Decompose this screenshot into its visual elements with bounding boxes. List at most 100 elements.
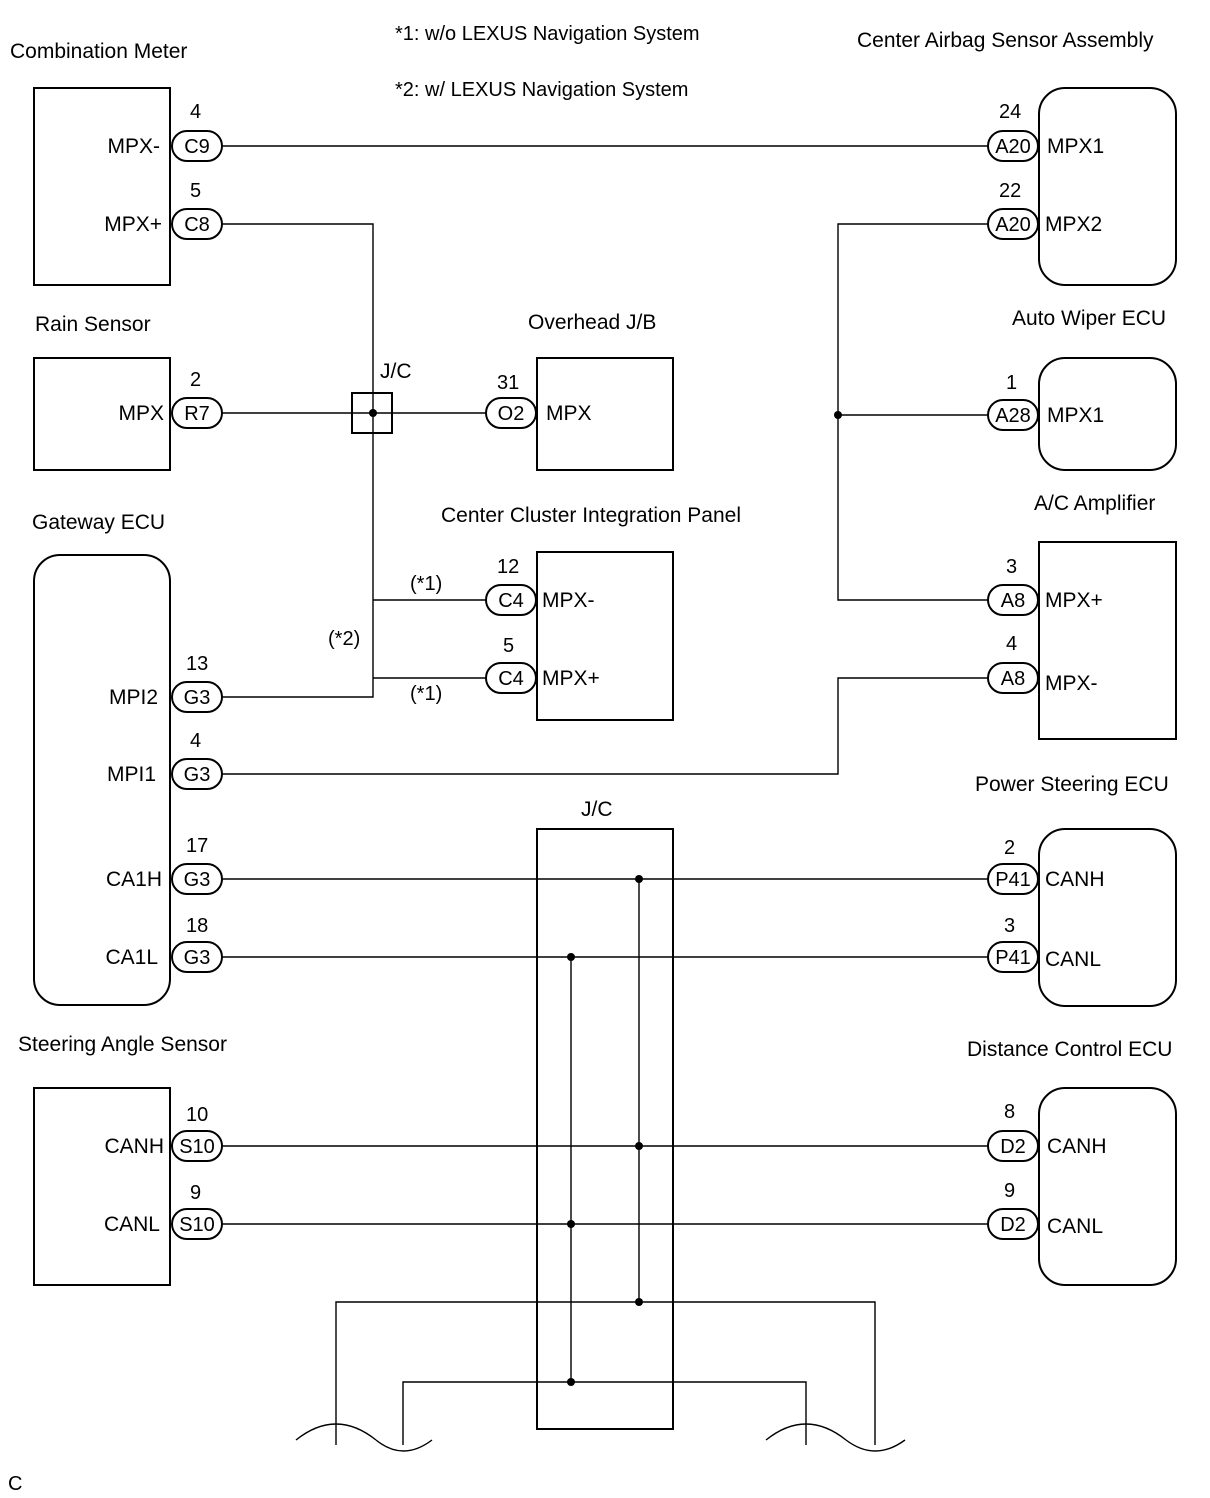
connector-pill [987,208,1039,240]
signal-label: MPX- [108,135,161,158]
connector-pill [485,584,537,616]
distance-control-box [1038,1087,1177,1286]
pin-number: 8 [1004,1101,1015,1123]
corner-label: C [8,1473,22,1495]
signal-label: CANH [1047,1135,1107,1158]
rain-sensor-box [33,357,171,471]
wire-airbag-ac-chain [837,223,988,601]
pin-number: 22 [999,180,1021,202]
overhead-jb-title: Overhead J/B [528,311,656,334]
auto-wiper-title: Auto Wiper ECU [1012,307,1166,330]
pin-number: 4 [190,730,201,752]
signal-label: CANH [1045,868,1105,891]
note-without-navigation: *1: w/o LEXUS Navigation System [395,23,700,45]
connector-code: C8 [184,214,210,236]
connector-pill [171,681,223,713]
connector-pill [171,941,223,973]
signal-label: CANL [1045,948,1101,971]
connector-code: A20 [995,214,1031,236]
pin-number: 5 [503,635,514,657]
center-cluster-title: Center Cluster Integration Panel [441,504,741,527]
wire-canl-branch [402,1381,807,1445]
pin-number: 18 [186,915,208,937]
center-cluster-box [536,551,674,721]
signal-label: MPX2 [1045,213,1102,236]
continuation-arc-right-canl [765,1423,847,1441]
component-distance-control-ecu: Distance Control ECU 8 D2 CANH 9 D2 CANL [967,1038,1177,1286]
connector-pill [171,130,223,162]
signal-label: MPX- [542,589,595,612]
connector-code: O2 [498,403,525,425]
connector-pill [171,1208,223,1240]
connector-code: P41 [995,947,1031,969]
signal-label: CANH [104,1135,164,1158]
connector-pill [987,863,1039,895]
auto-wiper-box [1038,357,1177,471]
pin-number: 9 [1004,1180,1015,1202]
pin-number: 31 [497,372,519,394]
connector-code: R7 [184,403,210,425]
power-steering-box [1038,828,1177,1007]
combination-meter-box [33,87,171,286]
connector-code: A8 [1001,668,1025,690]
splice-dot [567,1220,575,1228]
connector-code: G3 [184,764,211,786]
signal-label: CANL [104,1213,160,1236]
ac-amplifier-title: A/C Amplifier [1034,492,1155,515]
power-steering-title: Power Steering ECU [975,773,1169,796]
continuation-arc-left-canl [375,1439,433,1452]
signal-label: MPX1 [1047,135,1104,158]
connector-pill [171,758,223,790]
connector-code: G3 [184,869,211,891]
signal-label: MPX+ [542,667,600,690]
component-ac-amplifier: A/C Amplifier 3 A8 MPX+ 4 A8 MPX- [987,492,1177,740]
signal-label: CA1H [106,868,162,891]
connector-pill [987,584,1039,616]
junction-connector-mpx [351,392,393,434]
pin-number: 10 [186,1104,208,1126]
component-rain-sensor: Rain Sensor 2 R7 MPX [33,313,223,471]
component-power-steering-ecu: Power Steering ECU 2 P41 CANH 3 P41 CANL [975,773,1177,1007]
pin-number: 9 [190,1182,201,1204]
component-center-cluster: Center Cluster Integration Panel 12 C4 M… [441,504,741,721]
center-airbag-box [1038,87,1177,286]
connector-pill [987,941,1039,973]
component-gateway-ecu: Gateway ECU 13 G3 MPI2 4 G3 MPI1 17 G3 C… [32,511,223,1006]
wire-mpx-plus-chain [222,223,374,698]
combination-meter-title: Combination Meter [10,40,187,63]
component-auto-wiper-ecu: Auto Wiper ECU 1 A28 MPX1 [987,307,1177,471]
junction-connector-can [536,828,674,1430]
connector-pill [987,662,1039,694]
splice-dot [567,1378,575,1386]
component-steering-angle-sensor: Steering Angle Sensor 10 S10 CANH 9 S10 … [18,1033,227,1286]
signal-label: MPX+ [1045,589,1103,612]
pin-number: 5 [190,180,201,202]
pin-number: 3 [1006,556,1017,578]
connector-code: D2 [1000,1136,1026,1158]
overhead-jb-box [536,357,674,471]
connector-code: S10 [179,1214,215,1236]
wire-note-star1-lower: (*1) [410,683,442,705]
pin-number: 2 [190,369,201,391]
connector-pill [987,130,1039,162]
splice-dot [369,409,377,417]
junction-connector-mpx-label: J/C [380,360,412,383]
connector-pill [987,1130,1039,1162]
connector-pill [987,1208,1039,1240]
connector-code: G3 [184,687,211,709]
ac-amplifier-box [1038,541,1177,740]
pin-number: 13 [186,653,208,675]
connector-pill [171,1130,223,1162]
wire-canh-branch [335,1301,876,1445]
connector-code: A20 [995,136,1031,158]
pin-number: 2 [1004,837,1015,859]
center-airbag-title: Center Airbag Sensor Assembly [857,29,1154,52]
connector-code: S10 [179,1136,215,1158]
steering-angle-sensor-box [33,1087,171,1286]
splice-dot [635,1142,643,1150]
connector-pill [171,863,223,895]
signal-label: MPX [546,402,592,425]
pin-number: 3 [1004,915,1015,937]
connector-code: C4 [498,668,524,690]
